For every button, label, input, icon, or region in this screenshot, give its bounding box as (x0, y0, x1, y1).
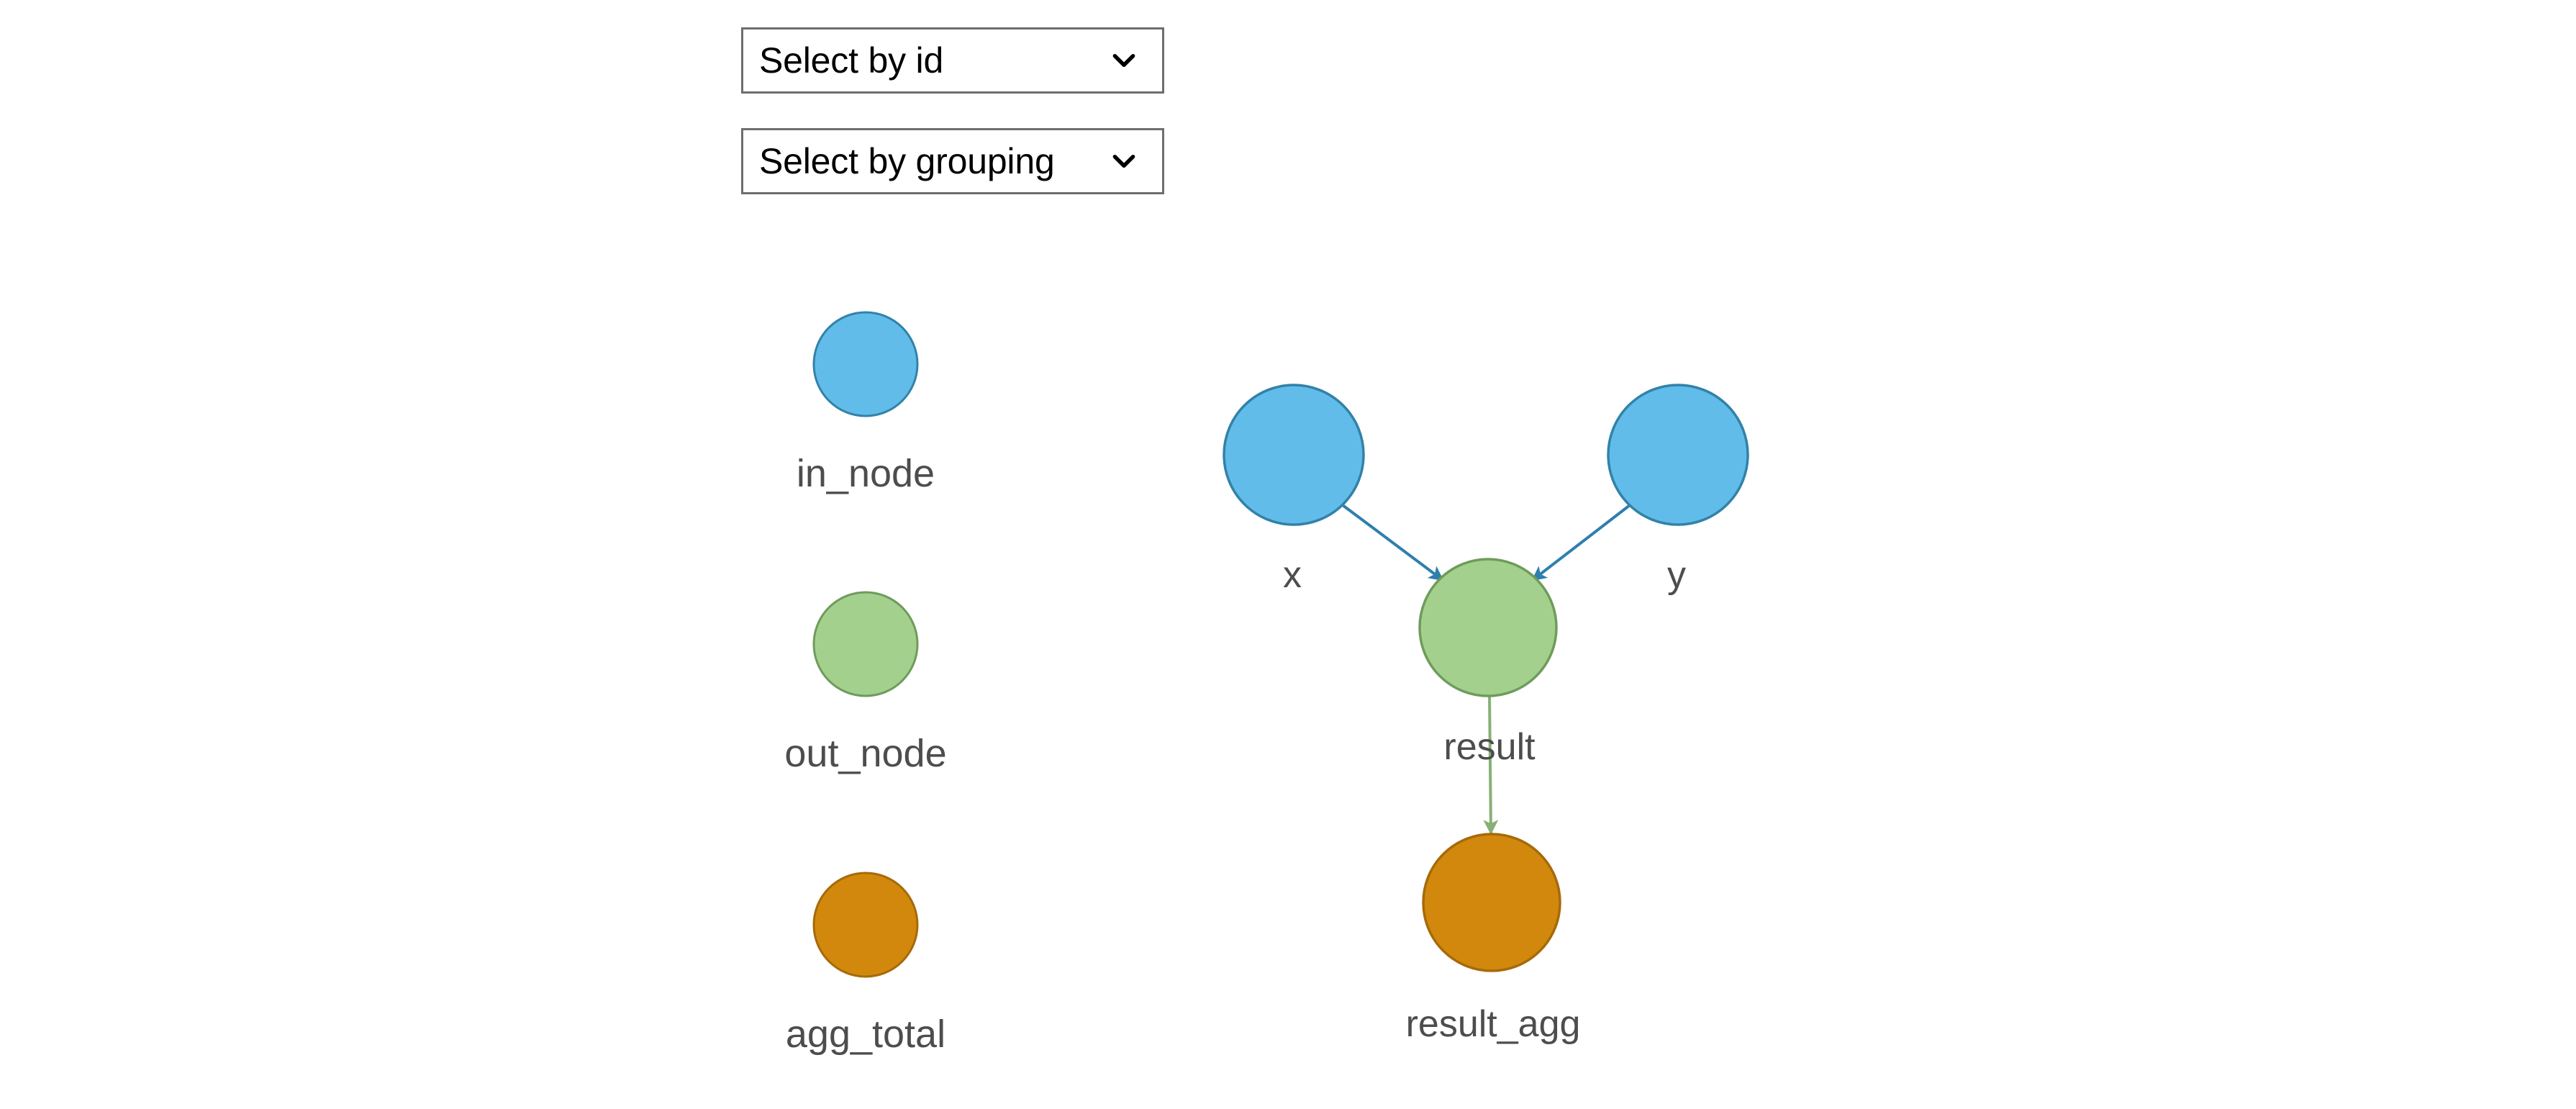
graph-node-x[interactable]: x (1223, 384, 1365, 596)
graph-node-result-agg-circle[interactable] (1422, 833, 1561, 972)
edge-result-to-result-agg (1483, 694, 1499, 836)
graph-node-y[interactable]: y (1607, 384, 1749, 596)
select-by-grouping[interactable]: Select by grouping (741, 128, 1164, 194)
edge-label-result: result (1443, 726, 1536, 768)
legend-swatch-out-node (812, 591, 919, 697)
legend-swatch-agg-total (812, 872, 919, 978)
legend-label-in-node: in_node (797, 452, 935, 495)
legend-item-out-node[interactable]: out_node (784, 591, 947, 775)
legend-item-in-node[interactable]: in_node (797, 311, 935, 495)
graph-node-y-circle[interactable] (1607, 384, 1749, 526)
graph-node-result-agg-label: result_agg (1406, 1003, 1581, 1045)
graph-node-result[interactable] (1418, 558, 1558, 697)
graph-node-x-label: x (1283, 554, 1302, 596)
graph-nodes: x y result_agg (1223, 384, 1749, 1045)
legend-item-agg-total[interactable]: agg_total (786, 872, 945, 1056)
graph-node-x-circle[interactable] (1223, 384, 1365, 526)
filter-controls: Select by id Select by grouping (741, 27, 1164, 229)
graph-edges: result (1341, 504, 1631, 836)
edge-x-to-result (1341, 504, 1444, 581)
graph-node-result-circle[interactable] (1418, 558, 1558, 697)
graph-node-result-agg[interactable]: result_agg (1406, 833, 1581, 1045)
select-by-id-label: Select by id (759, 40, 944, 81)
select-by-grouping-label: Select by grouping (759, 141, 1055, 181)
legend-label-out-node: out_node (784, 732, 946, 775)
graph-node-y-label: y (1667, 554, 1686, 596)
legend-swatch-in-node (812, 311, 919, 417)
legend: in_node out_node agg_total (784, 311, 947, 1056)
chevron-down-icon (1110, 47, 1138, 74)
edge-y-to-result (1531, 504, 1631, 581)
select-by-id[interactable]: Select by id (741, 27, 1164, 94)
legend-label-agg-total: agg_total (786, 1013, 945, 1056)
chevron-down-icon (1110, 148, 1138, 175)
